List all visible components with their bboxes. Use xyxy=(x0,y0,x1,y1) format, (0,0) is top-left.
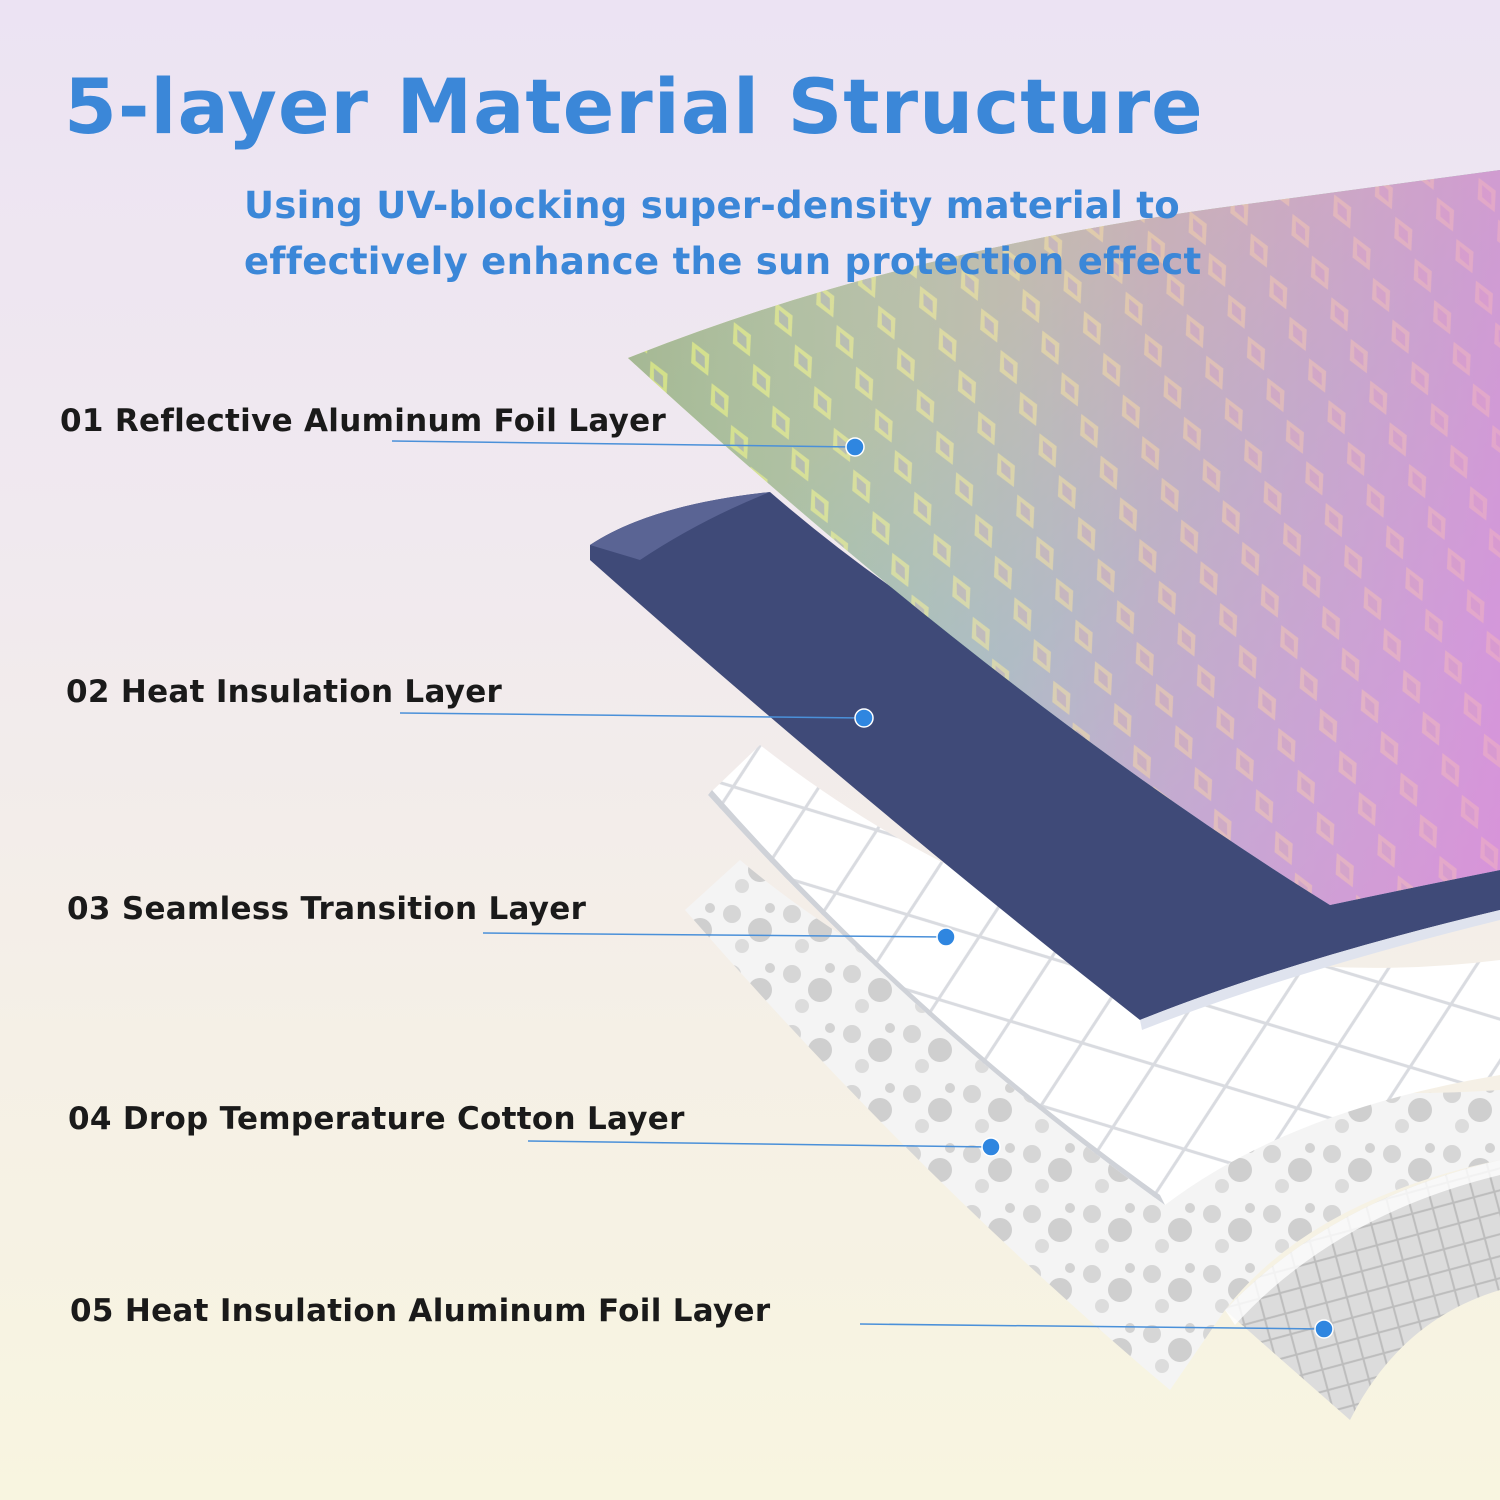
layer-02-shape xyxy=(590,492,1500,1020)
layer-label-05: 05 Heat Insulation Aluminum Foil Layer xyxy=(70,1293,771,1329)
layer-label-04: 04 Drop Temperature Cotton Layer xyxy=(68,1101,685,1137)
leader-line-01 xyxy=(391,437,865,457)
subtitle-line-1: Using UV-blocking super-density material… xyxy=(244,184,1180,227)
layer-label-01: 01 Reflective Aluminum Foil Layer xyxy=(60,403,667,439)
leader-line-04 xyxy=(527,1137,1001,1157)
layer-label-02: 02 Heat Insulation Layer xyxy=(66,674,503,710)
leader-line-05 xyxy=(859,1319,1334,1339)
leader-line-02 xyxy=(399,708,874,728)
layer-05-shape xyxy=(1225,1160,1500,1420)
page-title: 5-layer Material Structure xyxy=(64,62,1204,151)
subtitle-line-2: effectively enhance the sun protection e… xyxy=(244,240,1202,283)
layer-label-03: 03 Seamless Transition Layer xyxy=(67,891,587,927)
page-subtitle: Using UV-blocking super-density material… xyxy=(244,178,1244,290)
leader-line-03 xyxy=(482,927,956,947)
